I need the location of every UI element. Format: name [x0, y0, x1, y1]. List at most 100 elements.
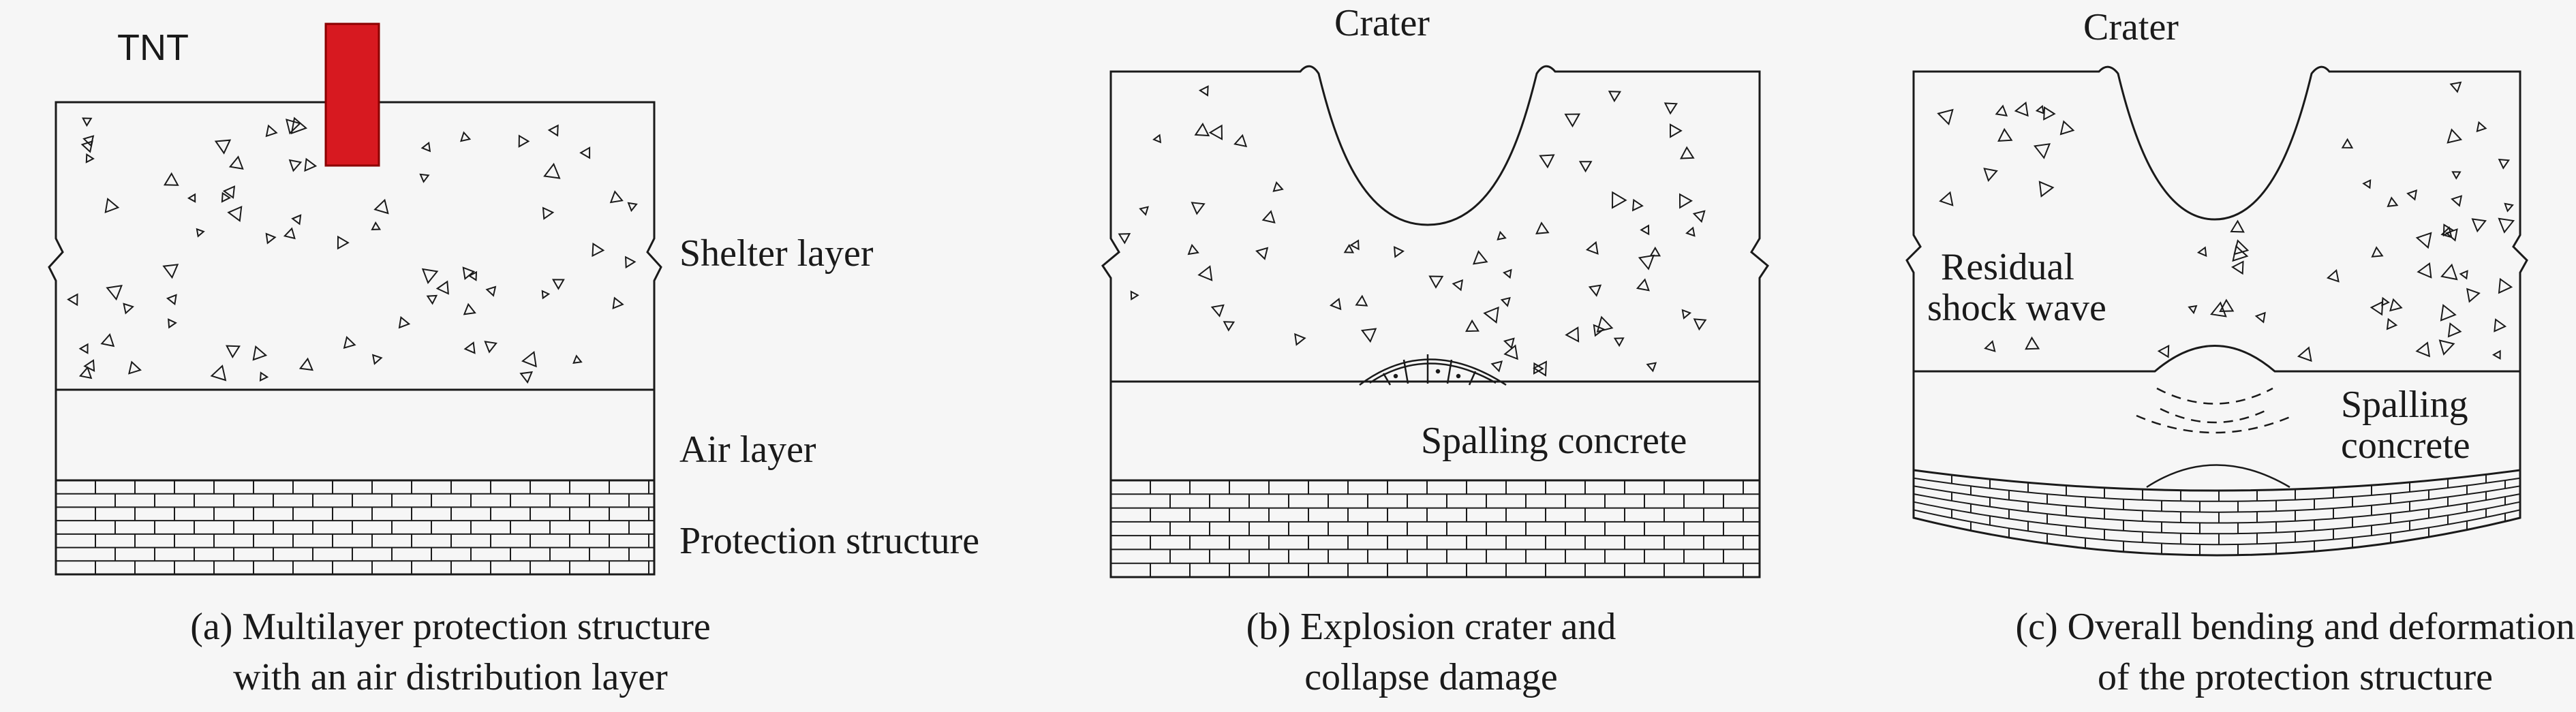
aggregate-stone [162, 264, 179, 279]
aggregate-stone [2447, 128, 2463, 144]
panel-b-protection-outline [1109, 479, 1761, 578]
aggregate-stone [1490, 360, 1503, 373]
aggregate-stone [1631, 198, 1644, 212]
aggregate-stone [426, 294, 438, 305]
panel-b-shelter-outline [1101, 65, 1769, 383]
aggregate-stone [2476, 121, 2487, 133]
aggregate-stone [214, 139, 232, 155]
aggregate-stone [1191, 202, 1206, 215]
aggregate-stone [542, 206, 555, 220]
crater-label-c: Crater [2083, 6, 2179, 48]
residual-label-line1: Residual [1941, 246, 2074, 288]
aggregate-stone [1693, 318, 1707, 331]
panel-b-aggregate [1118, 85, 1707, 377]
aggregate-stone [128, 360, 142, 375]
caption-c-line2: of the protection structure [2098, 656, 2493, 698]
panel-a-aggregate [67, 117, 638, 384]
aggregate-stone [166, 294, 177, 306]
aggregate-stone [371, 354, 383, 365]
aggregate-stone [547, 124, 559, 137]
panel-b-air-layer [1109, 382, 1761, 480]
panel-c [1905, 65, 2528, 557]
aggregate-stone [1539, 154, 1555, 169]
aggregate-stone [485, 285, 497, 297]
aggregate-stone [1535, 221, 1550, 234]
aggregate-stone [2033, 143, 2051, 159]
brick-row-line [1913, 493, 2521, 524]
aggregate-stone [1497, 230, 1507, 241]
aggregate-stone [2210, 301, 2227, 318]
aggregate-stone [1272, 181, 1284, 192]
aggregate-stone [2440, 226, 2453, 238]
aggregate-stone [252, 345, 268, 361]
aggregate-stone [2491, 350, 2501, 360]
aggregate-stone [1564, 113, 1581, 128]
aggregate-stone [1596, 315, 1614, 333]
aggregate-stone [579, 146, 591, 159]
aggregate-stone [2442, 223, 2455, 237]
aggregate-stone [1983, 168, 1998, 182]
aggregate-stone [2341, 138, 2354, 149]
aggregate-stone [337, 235, 350, 250]
aggregate-stone [1681, 309, 1692, 320]
aggregate-stone [1503, 337, 1515, 350]
aggregate-stone [627, 202, 638, 213]
aggregate-stone [1939, 191, 1954, 206]
panel-a-brick-pattern [56, 480, 654, 574]
spalling-concrete-label-b: Spalling concrete [1421, 420, 1687, 462]
aggregate-stone [2059, 120, 2075, 136]
aggregate-stone [1483, 306, 1499, 324]
aggregate-stone [371, 221, 382, 230]
aggregate-stone [518, 134, 530, 148]
panel-b [1101, 65, 1769, 578]
aggregate-stone [592, 243, 605, 258]
aggregate-stone [83, 359, 95, 372]
aggregate-stone [106, 284, 123, 301]
panel-c-aggregate [1937, 81, 2515, 362]
aggregate-stone [2025, 336, 2040, 350]
aggregate-stone [2233, 239, 2250, 256]
aggregate-stone [463, 303, 476, 315]
panel-b-collapse-dome [1359, 354, 1507, 386]
aggregate-stone [1937, 108, 1954, 126]
aggregate-stone [2498, 217, 2515, 234]
aggregate-stone [1669, 123, 1683, 138]
aggregate-stone [1638, 254, 1655, 270]
caption-b-line1: (b) Explosion crater and [1246, 606, 1616, 648]
brick-row-line [1913, 477, 2521, 502]
aggregate-stone [1500, 296, 1511, 307]
aggregate-stone [435, 280, 449, 295]
aggregate-stone [484, 341, 497, 354]
aggregate-stone [2157, 344, 2170, 358]
aggregate-stone [1533, 360, 1547, 377]
aggregate-stone [2381, 296, 2390, 307]
aggregate-stone [2386, 318, 2398, 330]
aggregate-stone [1255, 247, 1269, 260]
aggregate-stone [541, 290, 551, 300]
aggregate-stone [1428, 275, 1444, 289]
aggregate-stone [467, 270, 478, 281]
panel-c-protection-outline [1912, 469, 2521, 557]
aggregate-stone [1984, 340, 1996, 352]
aggregate-stone [1678, 193, 1693, 209]
aggregate-stone [210, 365, 227, 382]
aggregate-stone [2014, 102, 2029, 117]
aggregate-stone [463, 341, 476, 354]
aggregate-stone [551, 279, 565, 290]
aggregate-stone [2451, 195, 2463, 207]
aggregate-stone [2466, 288, 2481, 303]
aggregate-stone [1640, 224, 1650, 236]
aggregate-stone [1139, 206, 1149, 216]
panel-c-brick-pattern [1913, 474, 2521, 555]
aggregate-stone [2504, 202, 2514, 213]
shelter-layer-label: Shelter layer [679, 232, 874, 275]
aggregate-stone [2447, 322, 2462, 338]
aggregate-stone [288, 159, 303, 172]
aggregate-stone [421, 268, 439, 284]
aggregate-stone [460, 131, 472, 142]
aggregate-stone [1636, 278, 1650, 292]
aggregate-stone [1585, 241, 1599, 255]
aggregate-stone [304, 157, 318, 172]
